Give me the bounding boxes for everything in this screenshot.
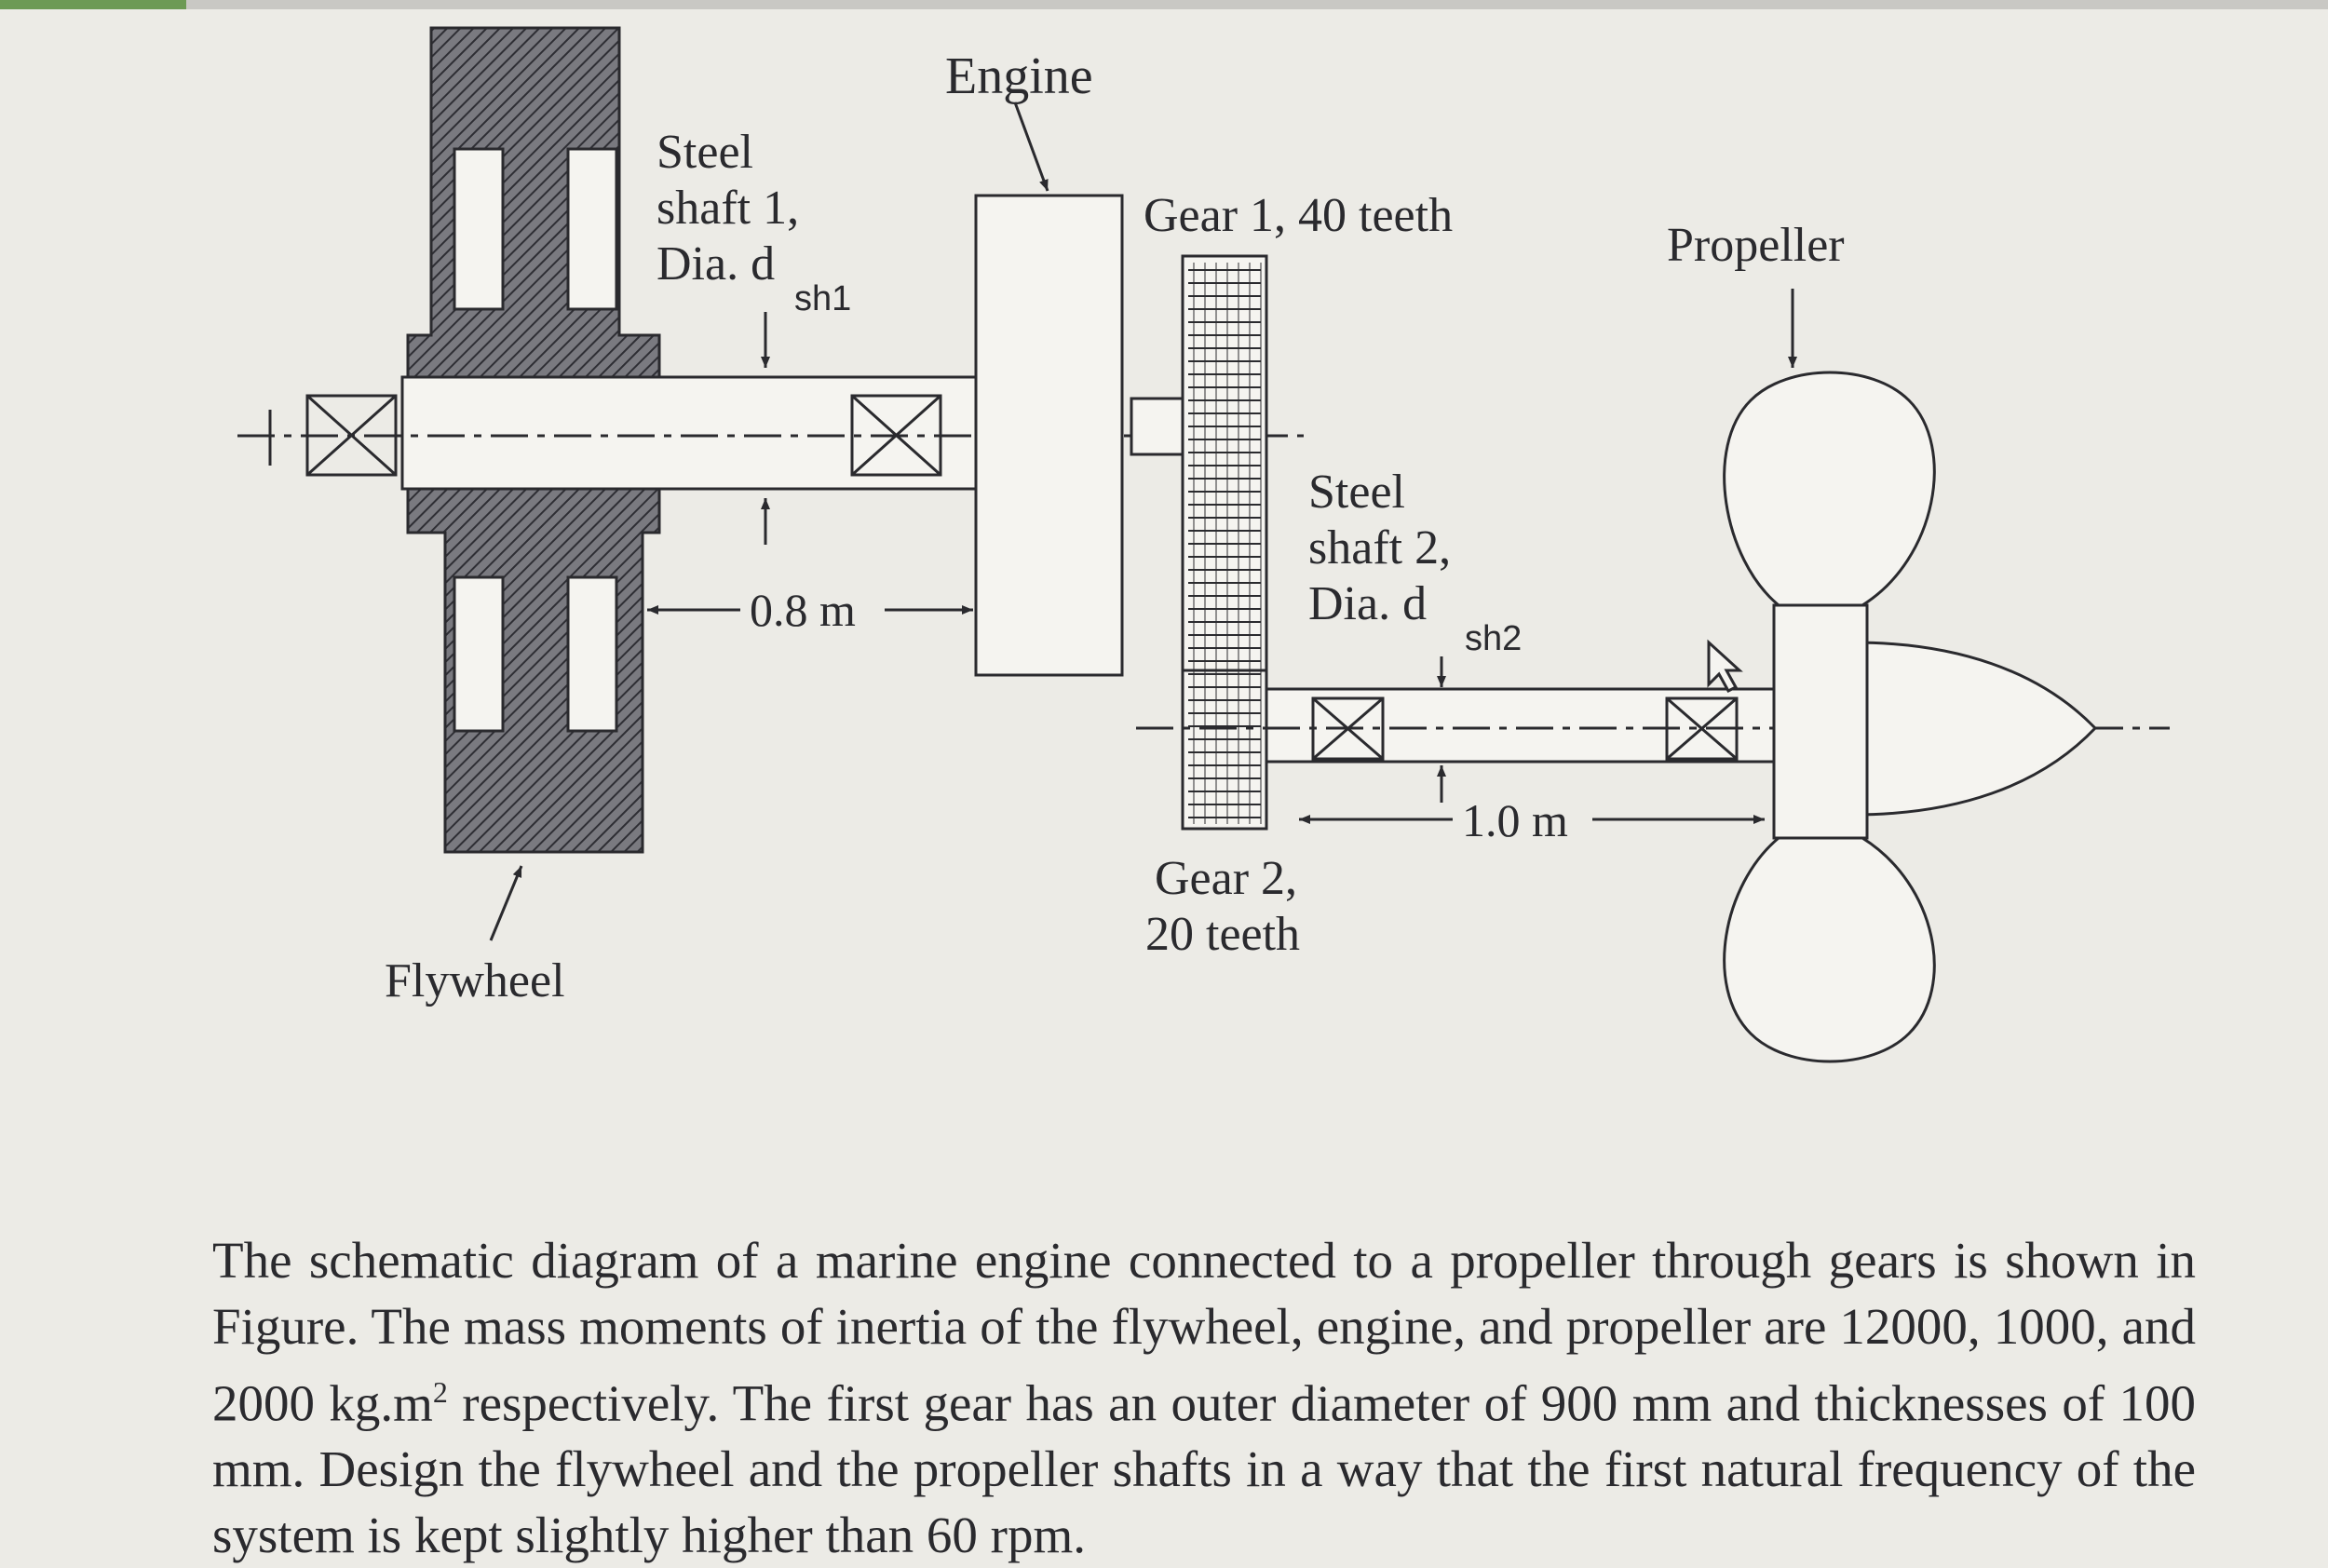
flywheel-label: Flywheel — [385, 954, 565, 1007]
gear1-hub-shaft — [1130, 397, 1189, 456]
shaft1-subscript: sh1 — [794, 279, 851, 318]
flywheel-window — [566, 575, 618, 733]
gear-1 — [1181, 254, 1268, 831]
flywheel-body — [406, 26, 661, 379]
steel-shaft-1 — [400, 375, 981, 491]
engine-block — [974, 194, 1124, 677]
window-top-edge — [0, 0, 2328, 9]
flywheel-window — [453, 575, 505, 733]
shaft2-label: Steel shaft 2, Dia. d — [1308, 466, 1463, 630]
dim-1.0m-label: 1.0 m — [1462, 794, 1568, 846]
flywheel-window — [453, 147, 505, 311]
mouse-cursor-icon — [1707, 639, 1743, 693]
shaft2-subscript: sh2 — [1465, 619, 1522, 658]
bearing-icon — [850, 394, 942, 477]
caption-text-1: The schematic diagram of a marine engine… — [212, 1232, 2196, 1432]
bearing-icon — [1311, 696, 1385, 761]
gear1-label: Gear 1, 40 teeth — [1144, 189, 1453, 242]
bearing-icon — [1665, 696, 1739, 761]
flywheel-body-lower — [406, 487, 661, 854]
bearing-icon — [268, 394, 398, 477]
shaft1-label: Steel shaft 1, Dia. d — [656, 126, 811, 291]
engine-label: Engine — [945, 47, 1093, 105]
window-accent-strip — [0, 0, 186, 9]
flywheel-window — [566, 147, 618, 311]
problem-statement: The schematic diagram of a marine engine… — [212, 1227, 2196, 1568]
caption-superscript: 2 — [432, 1375, 448, 1409]
marine-engine-schematic: Engine Steel shaft 1, Dia. d sh1 Gear 1,… — [237, 26, 2170, 1063]
flywheel-leader — [489, 865, 523, 941]
dim-0.8m-label: 0.8 m — [750, 584, 856, 636]
propeller — [1723, 371, 2098, 1063]
caption-text-2: respectively. The first gear has an oute… — [212, 1374, 2197, 1564]
propeller-label: Propeller — [1667, 219, 1845, 272]
engine-leader — [1013, 101, 1049, 192]
gear2-label: Gear 2, 20 teeth — [1145, 852, 1309, 961]
